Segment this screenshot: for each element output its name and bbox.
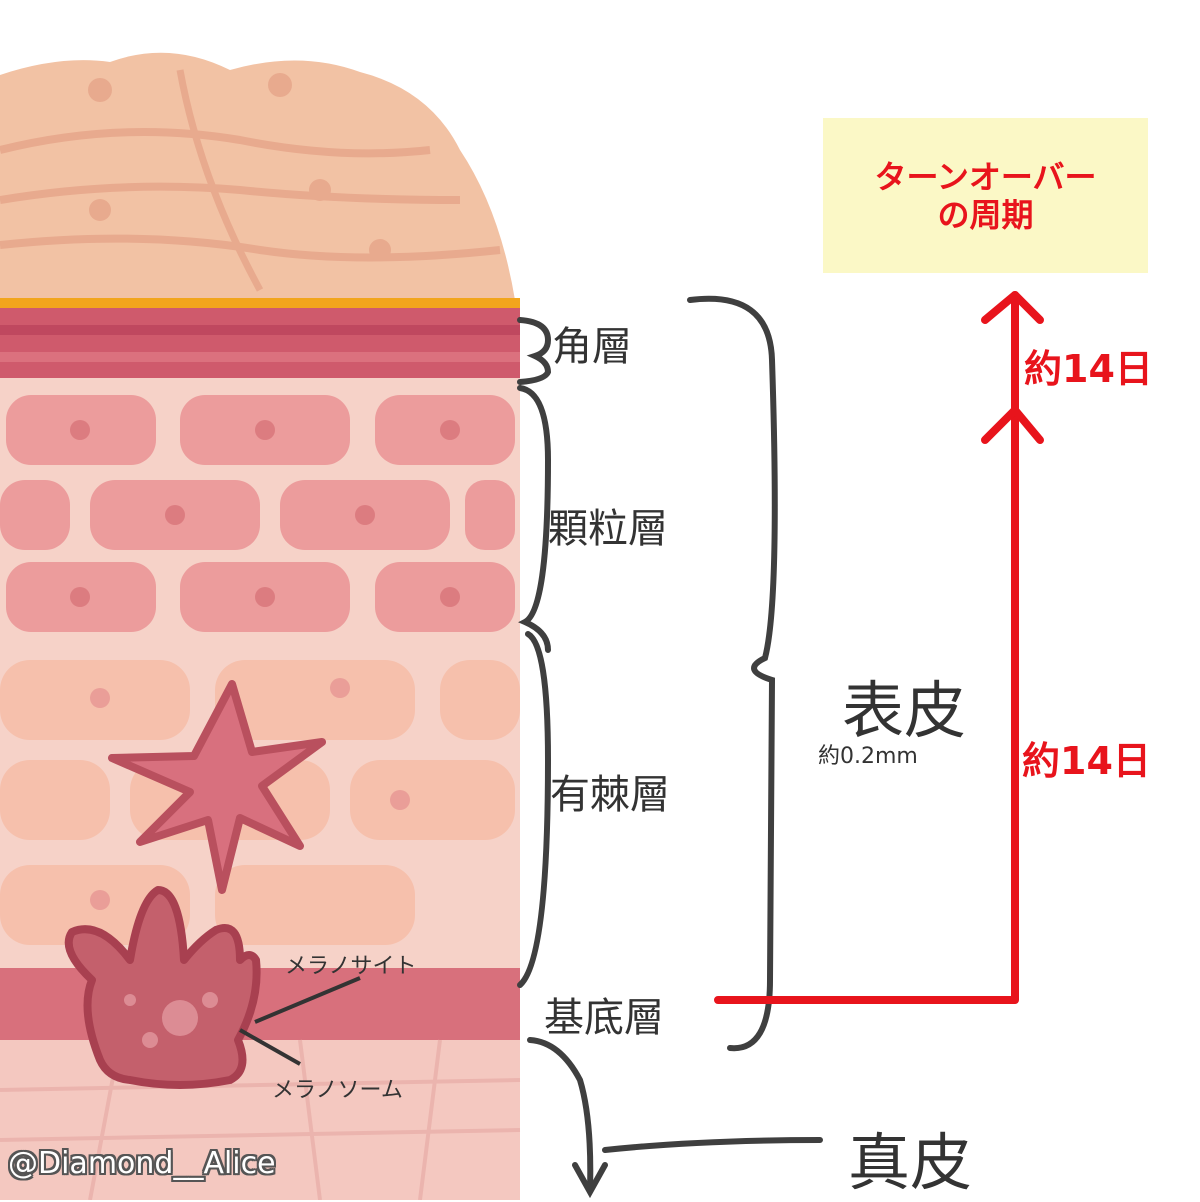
callout-line1: ターンオーバー: [874, 157, 1097, 196]
bracket-spinous: [517, 631, 552, 988]
label-turnover-upper: 約14日: [1024, 347, 1153, 391]
turnover-arrow: [714, 291, 1044, 1004]
label-epidermis: 表皮: [842, 674, 967, 747]
melanosome-star: [108, 680, 326, 894]
label-granular: 顆粒層: [548, 506, 668, 552]
corneum-band: [0, 308, 520, 378]
author-credit: @Diamond__Alice: [8, 1146, 276, 1181]
label-dermis: 真皮: [848, 1126, 973, 1199]
turnover-callout: ターンオーバー の周期: [823, 118, 1148, 273]
arrowhead-mid: [981, 406, 1044, 444]
bracket-epidermis: [687, 295, 778, 1052]
melanocyte-cell: [64, 886, 261, 1089]
dermis-area: [0, 1040, 520, 1200]
bracket-granular: [517, 385, 552, 653]
arrowhead-top: [981, 291, 1044, 324]
skin-cross-section: [0, 52, 521, 1200]
label-turnover-lower: 約14日: [1022, 739, 1151, 783]
label-spinous: 有棘層: [550, 772, 670, 818]
label-basal: 基底層: [544, 995, 664, 1041]
spinous-cells: [0, 660, 520, 945]
label-stratum-corneum: 角層: [552, 324, 632, 370]
label-melanocyte: メラノサイト: [285, 954, 417, 979]
surface-scales: [0, 52, 515, 300]
melanosome-pointer: [239, 1028, 301, 1066]
granular-cells: [0, 395, 515, 632]
dermis-pointer: [602, 1137, 823, 1153]
label-epidermis-thickness: 約0.2mm: [818, 744, 918, 769]
callout-line2: の周期: [937, 195, 1034, 234]
bracket-corneum: [517, 317, 552, 385]
bracket-dermis-arrow: [527, 1037, 594, 1193]
label-melanosome: メラノソーム: [272, 1078, 403, 1103]
melanocyte-pointer: [254, 976, 361, 1024]
layer-brackets: [517, 295, 823, 1199]
yellow-boundary: [0, 298, 520, 308]
